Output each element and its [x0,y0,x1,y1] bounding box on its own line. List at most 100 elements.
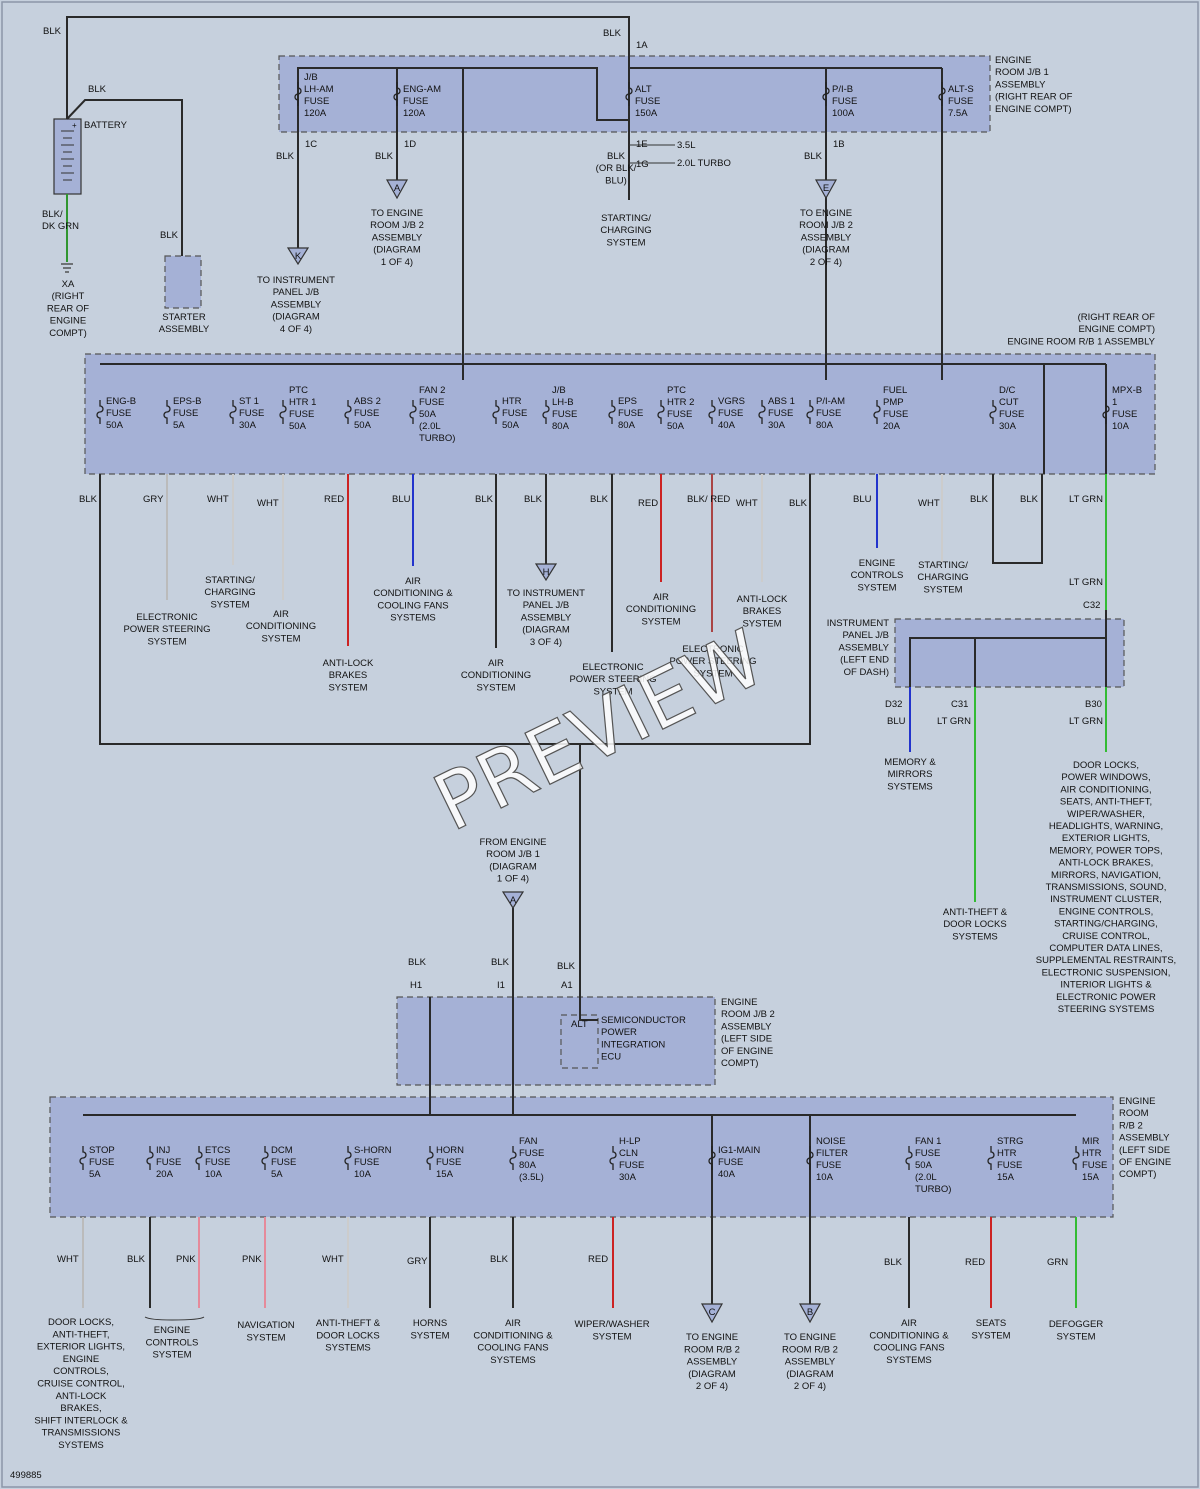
rb2-destination-11-line-0: DEFOGGER [1049,1319,1104,1330]
rb2-destination-7-line-0: TO ENGINE [686,1332,738,1343]
rb1-fuse-symbol-5 [409,400,417,424]
rb1-fuse-label-8-line-2: 80A [618,420,636,431]
rb2-destination-7-line-1: ROOM R/B 2 [684,1344,740,1355]
dest-door-locks-multi-line-14: CRUISE CONTROL, [1062,931,1150,942]
rb2-destination-3-line-0: ANTI-THEFT & [316,1318,381,1329]
rb2-fuse-label-0-line-2: 5A [89,1169,101,1180]
rb2-wire-color-3: PNK [242,1254,262,1265]
rb2-fuse-label-2-line-2: 10A [205,1169,223,1180]
svg-text:+: + [72,121,77,130]
dest-starting-charging-rb1-2-line-2: SYSTEM [923,584,962,595]
rb2-wire-color-0: WHT [57,1254,79,1265]
connector-1e: 1E [636,139,648,150]
wire-blk-battery: BLK [88,84,107,95]
rb2-destination-9-line-1: CONDITIONING & [869,1330,949,1341]
to-engine-room-jb2-2of4-line-0: TO ENGINE [800,208,852,219]
rb1-wire-color-8: BLK [590,494,609,505]
connector-1b: 1B [833,139,845,150]
rb2-fuse-label-9-line-3: 10A [816,1172,834,1183]
rb1-fuse-label-7-line-2: FUSE [552,409,577,420]
connector-k-triangle [286,247,310,266]
connector-c31: C31 [951,699,968,710]
rb2-fuse-symbol-5 [426,1146,434,1170]
jb1-fuse-label-2-line-2: 150A [635,108,658,119]
wire-blk-i1: BLK [491,957,510,968]
to-engine-room-jb2-2of4-line-3: (DIAGRAM [802,245,850,256]
jb1-title-line-1: ROOM J/B 1 [995,67,1049,78]
rb1-fuse-label-4-line-1: FUSE [354,408,379,419]
dest-door-locks-multi-line-13: STARTING/CHARGING, [1054,919,1158,930]
rb2-fuse-label-4-line-2: 10A [354,1169,372,1180]
rb1-fuse-label-13-line-3: 20A [883,421,901,432]
rb2-wire-color-7: RED [588,1254,608,1265]
jb1-fuse-label-0-line-3: 120A [304,108,327,119]
rb2-fuse-label-8-line-1: FUSE [718,1157,743,1168]
rb1-fuse-label-5-line-0: FAN 2 [419,385,445,396]
rb1-fuse-label-7-line-3: 80A [552,421,570,432]
rb1-title-line-1: ENGINE COMPT) [1078,324,1155,335]
rb2-fuse-label-5-line-1: FUSE [436,1157,461,1168]
dest-electronic-power-steering-1-line-0: ELECTRONIC [136,612,197,623]
jb1-title-line-0: ENGINE [995,55,1031,66]
to-engine-room-jb2-2of4-line-2: ASSEMBLY [801,232,852,243]
dest-engine-controls-rb1-line-0: ENGINE [859,558,895,569]
dest-anti-lock-brakes-2-line-1: BRAKES [743,606,782,617]
rb1-fuse-label-9-line-2: FUSE [667,409,692,420]
wire-blk-alt-line-2: BLU) [605,175,627,186]
rb2-destination-9-line-0: AIR [901,1318,917,1329]
rb2-fuse-label-9-line-2: FUSE [816,1160,841,1171]
engine-room-jb2-box [396,996,716,1086]
rb1-title-line-0: (RIGHT REAR OF [1078,312,1156,323]
to-instrument-panel-jb-3of4-line-1: PANEL J/B [523,600,569,611]
jb1-fuse-label-1-line-1: FUSE [403,96,428,107]
dest-starting-charging-rb1-line-2: SYSTEM [210,599,249,610]
rb2-fuse-label-10-line-1: FUSE [915,1148,940,1159]
ipjb-title-line-1: PANEL J/B [843,630,889,641]
rb2-destination-11-line-1: SYSTEM [1056,1331,1095,1342]
connector-i1: I1 [497,980,505,991]
starter-assembly-label-line-0: STARTER [162,312,206,323]
dest-memory-mirrors-line-1: MIRRORS [888,769,933,780]
dest-door-locks-multi-line-2: AIR CONDITIONING, [1060,784,1151,795]
rb1-fuse-symbol-2 [229,400,237,424]
rb2-fuse-symbol-2 [195,1146,203,1170]
rb1-fuse-label-0-line-2: 50A [106,420,124,431]
rb1-fuse-label-14-line-1: CUT [999,397,1019,408]
rb2-destination-0-line-5: CRUISE CONTROL, [37,1379,125,1390]
ipjb-title-line-4: OF DASH) [844,667,889,678]
rb1-wire-color-2: WHT [207,494,229,505]
rb2-fuse-label-9-line-1: FILTER [816,1148,848,1159]
battery-icon: + [53,118,82,195]
rb2-title-line-6: COMPT) [1119,1169,1156,1180]
rb2-fuse-label-1-line-1: FUSE [156,1157,181,1168]
rb1-title-line-2: ENGINE ROOM R/B 1 ASSEMBLY [1007,336,1155,347]
dest-electronic-power-steering-1-line-1: POWER STEERING [123,624,210,635]
rb2-destination-5-line-0: AIR [505,1318,521,1329]
rb2-fuse-label-11-line-2: FUSE [997,1160,1022,1171]
to-instrument-panel-jb-4of4-line-2: ASSEMBLY [271,299,322,310]
rb2-destination-0-line-3: ENGINE [63,1354,99,1365]
rb2-fuse-symbol-0 [79,1146,87,1170]
rb2-title-line-4: (LEFT SIDE [1119,1145,1170,1156]
rb2-wire-color-1: BLK [127,1254,146,1265]
rb2-destination-10-line-0: SEATS [976,1318,1006,1329]
rb1-wire-color-16: BLK [1020,494,1039,505]
dest-starting-charging-rb1-line-1: CHARGING [204,587,255,598]
connector-1d: 1D [404,139,416,150]
rb2-fuse-label-12-line-0: MIR [1082,1136,1100,1147]
rb2-wire-color-2: PNK [176,1254,196,1265]
dest-ac-cooling-fans-rb1-line-1: CONDITIONING & [373,588,453,599]
rb1-wire-color-11: WHT [736,498,758,509]
rb2-fuse-label-10-line-3: (2.0L [915,1172,937,1183]
engine-room-rb2-box [49,1096,1114,1218]
dest-door-locks-multi-line-0: DOOR LOCKS, [1073,760,1139,771]
rb2-title-line-2: R/B 2 [1119,1120,1143,1131]
alt-label: ALT [571,1019,588,1030]
ipjb-wires [909,610,1107,902]
rb2-fuse-label-1-line-0: INJ [156,1145,171,1156]
jb1-fuse-label-2-line-1: FUSE [635,96,660,107]
rb2-fuse-label-10-line-2: 50A [915,1160,933,1171]
